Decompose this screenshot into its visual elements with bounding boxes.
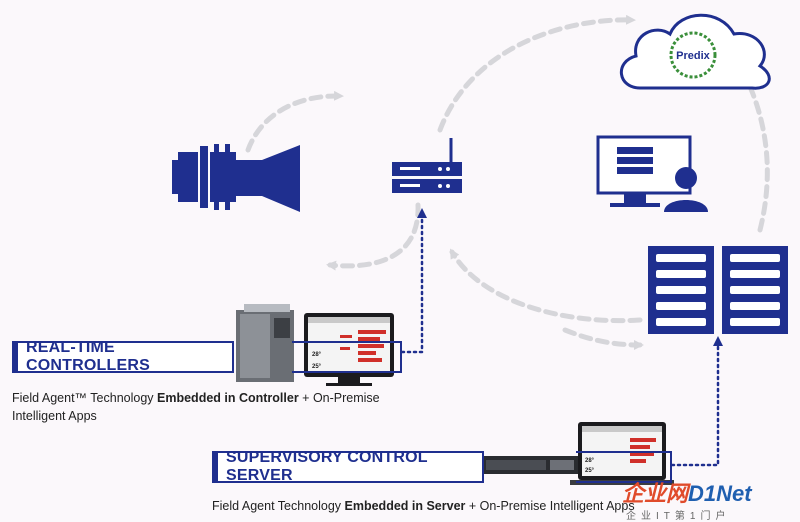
real-time-controllers-title: REAL-TIME CONTROLLERS (26, 339, 150, 374)
watermark-subtitle: 企业IT第1门户 (626, 511, 731, 522)
arrow-router-to-cloud (437, 14, 636, 133)
real-time-controllers-label: REAL-TIME CONTROLLERS (12, 339, 234, 374)
supervisory-caption-bold: Embedded in Server (344, 499, 466, 513)
supervisory-control-server-title: SUPERVISORY CONTROL SERVER (226, 449, 428, 484)
dotted-controllers-to-router (400, 208, 427, 354)
supervisory-server-image (482, 456, 578, 474)
predix-label: Predix (676, 50, 711, 62)
controllers-caption-text: Field Agent™ Technology (12, 391, 158, 405)
predix-logo-ring (669, 31, 717, 79)
router-icon (392, 138, 462, 193)
user-icon (675, 167, 697, 189)
laptop-value-b: 25° (585, 468, 595, 474)
arrow-server-to-router (449, 248, 643, 324)
controller-monitor-image: 28° 25° (304, 313, 394, 386)
controllers-caption-bold: Embedded in Controller (157, 391, 299, 405)
supervisory-control-server-label: SUPERVISORY CONTROL SERVER (212, 449, 484, 484)
operator-workstation-icon (596, 135, 708, 212)
supervisory-control-server-caption: Field Agent Technology Embedded in Serve… (212, 497, 642, 515)
gray-flow-arrows (245, 14, 770, 350)
arrow-server-to-cloud (745, 78, 770, 233)
dotted-connections (400, 208, 723, 467)
laptop-value-a: 28° (585, 458, 595, 464)
controllers-caption-post: + On-Premise (298, 391, 380, 405)
d1net-watermark: 企业网D1Net 企业IT第1门户 (622, 476, 800, 522)
real-time-controllers-caption: Field Agent™ Technology Embedded in Cont… (12, 389, 392, 425)
watermark-brand: 企业网D1Net (622, 476, 752, 508)
supervisory-caption-post: + On-Premise Intelligent Apps (465, 499, 635, 513)
predix-cloud: Predix (619, 13, 771, 90)
arrow-turbine-to-router-top (245, 90, 344, 153)
monitor-value-b: 25° (312, 364, 322, 370)
supervisory-caption-text: Field Agent Technology (212, 499, 345, 513)
turbine-icon (172, 144, 300, 212)
controllers-caption-line2: Intelligent Apps (12, 409, 97, 423)
watermark-brand-net: D1Net (688, 481, 752, 506)
real-time-controllers-extension (292, 341, 402, 373)
controller-hardware-image (236, 304, 294, 382)
server-racks-icon (648, 246, 788, 334)
supervisory-label-extension (576, 451, 672, 483)
arrow-label-to-server (562, 327, 644, 350)
arrow-router-to-turbine-bottom (326, 202, 421, 271)
monitor-value-a: 28° (312, 352, 322, 358)
watermark-brand-cn: 企业网 (622, 481, 689, 506)
dotted-supervisory-to-server (670, 336, 723, 467)
